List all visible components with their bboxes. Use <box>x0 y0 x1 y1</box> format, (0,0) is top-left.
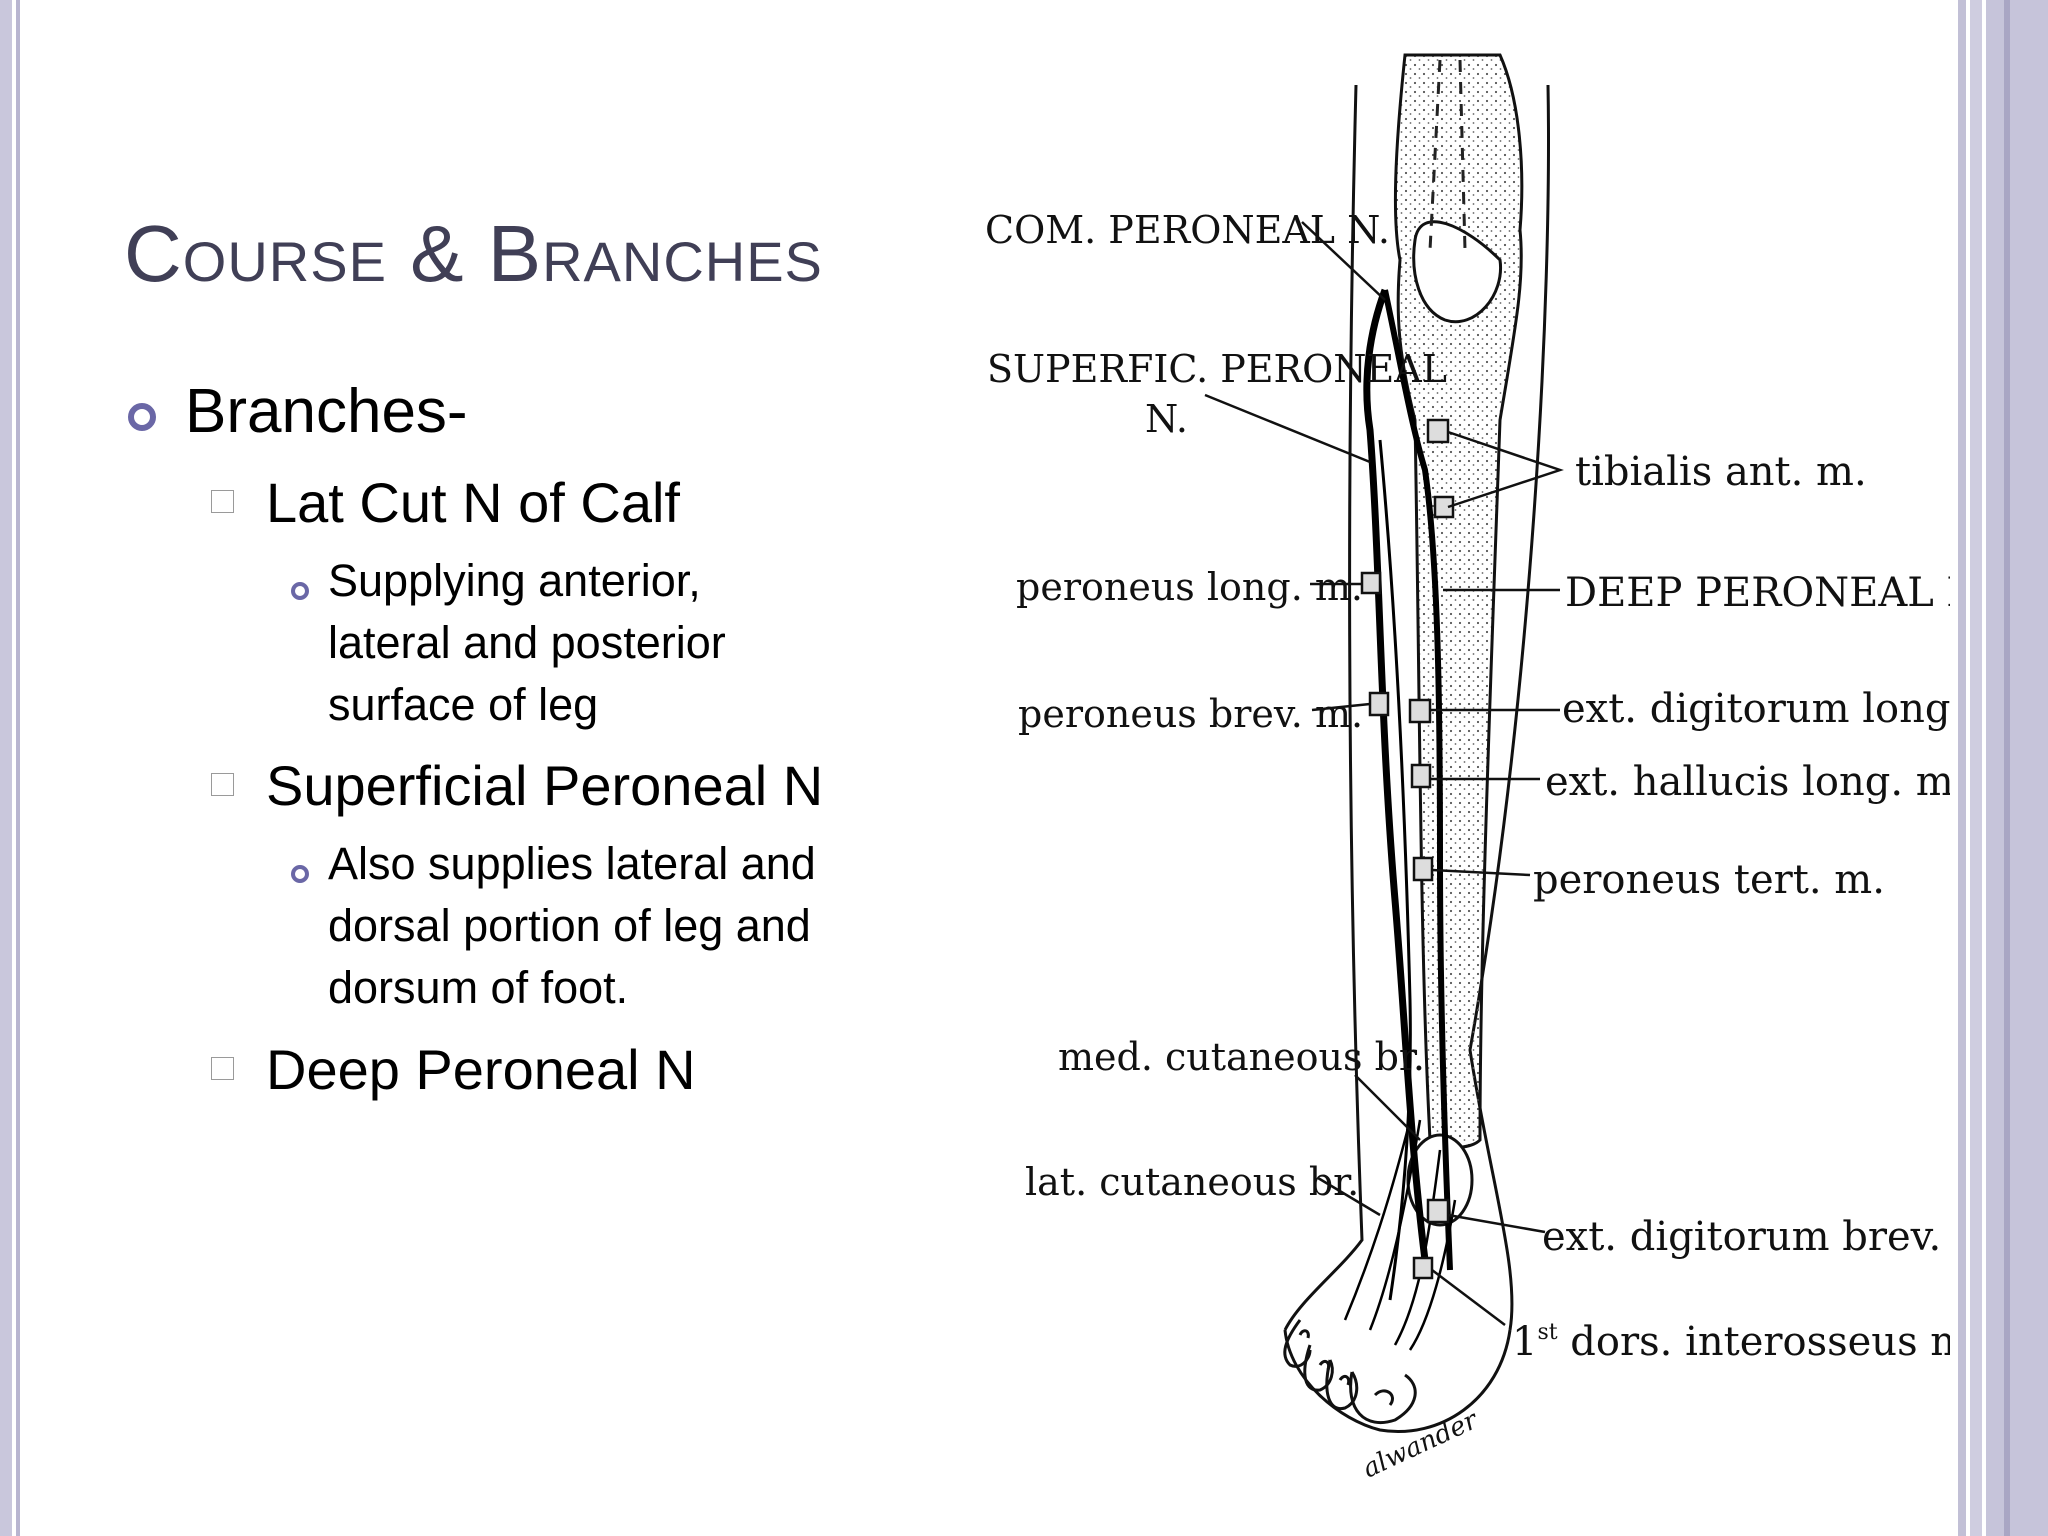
leg-outline <box>1283 84 1550 1433</box>
label-ext-hallucis-long: ext. hallucis long. m. <box>1545 759 1950 805</box>
leg-anatomy-diagram: COM. PERONEAL N. SUPERFIC. PERONEAL N. t… <box>985 53 1950 1485</box>
bullet-square-icon <box>211 773 234 796</box>
label-1st-dors-interosseus: 1st dors. interosseus m. <box>1512 1319 1950 1365</box>
branch-lat-cut-n-calf: Lat Cut N of Calf <box>266 471 680 534</box>
label-deep-peroneal-n: DEEP PERONEAL N. <box>1565 570 1950 616</box>
slide-title: Course & Branches <box>124 209 823 298</box>
label-superfic-peroneal: SUPERFIC. PERONEAL <box>987 347 1447 391</box>
label-lat-cutaneous-br: lat. cutaneous br. <box>1025 1160 1359 1204</box>
bullet-branches: Branches- <box>185 377 468 446</box>
slide-frame-right-stripe <box>2004 0 2010 1536</box>
branch-deep-peroneal-n: Deep Peroneal N <box>266 1038 696 1101</box>
foot-outline <box>1283 1319 1417 1424</box>
branch-detail-line: dorsum of foot. <box>328 962 629 1013</box>
slide-frame-left-line <box>16 0 20 1536</box>
branch-detail-line: Also supplies lateral and <box>328 838 816 889</box>
nerve-paths <box>1343 288 1457 1351</box>
bullet-circle-small-icon <box>291 865 309 883</box>
muscle-markers <box>1360 418 1455 1280</box>
slide-frame-left <box>0 0 12 1536</box>
slide-frame-right <box>1986 0 2048 1536</box>
bullet-square-icon <box>211 490 234 513</box>
bullet-circle-small-icon <box>291 582 309 600</box>
branch-detail-line: lateral and posterior <box>328 617 726 668</box>
bullet-square-icon <box>211 1057 234 1080</box>
label-med-cutaneous-br: med. cutaneous br. <box>1058 1035 1425 1079</box>
label-peroneus-brev: peroneus brev. m. <box>1018 692 1363 736</box>
label-peroneus-long: peroneus long. m. <box>1016 565 1363 609</box>
label-ext-digitorum-long: ext. digitorum long. m. <box>1562 686 1950 732</box>
bullet-circle-icon <box>128 403 156 431</box>
leader-lines <box>1204 221 1564 1326</box>
label-peroneus-tert: peroneus tert. m. <box>1533 857 1885 903</box>
label-superfic-peroneal-n: N. <box>1145 397 1188 441</box>
artist-signature: alwander <box>1358 1405 1483 1485</box>
branch-detail-line: Supplying anterior, <box>328 555 701 606</box>
label-com-peroneal-n: COM. PERONEAL N. <box>985 208 1390 252</box>
label-ext-digitorum-brev: ext. digitorum brev. m. <box>1542 1214 1950 1260</box>
slide-frame-right-line <box>1958 0 1966 1536</box>
label-tibialis-ant: tibialis ant. m. <box>1575 449 1867 495</box>
slide-frame-right-band <box>1970 0 1982 1536</box>
branch-superficial-peroneal-n: Superficial Peroneal N <box>266 754 824 817</box>
branch-detail-line: dorsal portion of leg and <box>328 900 811 951</box>
branch-detail-line: surface of leg <box>328 679 599 730</box>
